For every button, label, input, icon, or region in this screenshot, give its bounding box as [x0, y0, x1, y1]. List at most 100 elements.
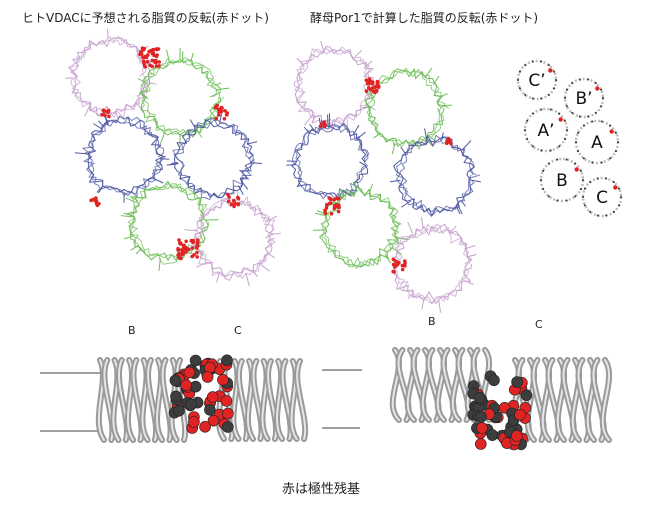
polar-residue [514, 408, 526, 421]
lipid-dot [371, 89, 376, 94]
residue [475, 411, 487, 423]
lipid-dot [157, 60, 161, 64]
lipid-dot [142, 64, 147, 68]
lipid-dot [181, 243, 186, 248]
lipid-dot [157, 64, 161, 68]
lipid-dot [548, 68, 553, 73]
right-panel-title: 酵母Por1で計算した脂質の反転(赤ドット) [310, 11, 539, 25]
lipid-dot [376, 85, 381, 89]
lipid-cluster [318, 120, 328, 129]
lipid-dot [151, 51, 156, 55]
lipid-dot [327, 196, 332, 200]
ring-b [312, 181, 409, 269]
lipid-dot [177, 238, 181, 242]
lipid-dot [595, 86, 600, 91]
label-left-c: C [234, 324, 242, 337]
lipid-dot [332, 204, 337, 208]
polar-residue [510, 430, 523, 442]
lipid-dot [94, 202, 99, 206]
lipid-dot [447, 138, 452, 143]
residue [221, 354, 233, 367]
ring-a [389, 128, 481, 217]
polar-residue [201, 371, 214, 383]
polar-residue [188, 416, 200, 428]
lipid-dot [195, 255, 199, 259]
lipid-dot [324, 203, 329, 207]
residue [488, 374, 500, 387]
lipid-dot [176, 246, 180, 251]
lipid-dot [91, 197, 95, 202]
lipid-dot [106, 110, 110, 115]
lipid-dot [154, 64, 159, 68]
residue [520, 389, 533, 402]
lipid-dot [190, 246, 195, 250]
lipid-dot [195, 244, 199, 249]
lipid-cluster [89, 196, 101, 208]
lipid-dot [229, 202, 234, 207]
lipid-dot [94, 196, 98, 200]
key-ring: A [574, 119, 620, 165]
lipid-dot [142, 60, 146, 64]
lipid-dot [613, 185, 618, 190]
lipid-dot [184, 245, 188, 250]
lipid-dot [177, 255, 181, 260]
barrel-c-side [215, 358, 309, 442]
lipid-dot [187, 247, 191, 252]
residue-cluster-right-c [496, 376, 533, 451]
lipid-dot [236, 202, 240, 206]
lipid-dot [220, 106, 224, 110]
lipid-dot [323, 211, 328, 215]
lipid-dot [192, 253, 196, 257]
key-ring: B’ [563, 77, 605, 119]
lipid-dot [189, 238, 194, 243]
lipid-dot [219, 109, 224, 114]
polar-residue [207, 414, 220, 427]
key-ring: C [581, 176, 623, 218]
lipid-dot [403, 259, 407, 263]
residue [169, 374, 182, 387]
ring-a-prime [74, 112, 170, 203]
lipid-dot [107, 114, 111, 119]
lipid-dot [236, 195, 240, 200]
residue [486, 429, 499, 441]
lipid-dot [181, 252, 185, 256]
lipid-dot [151, 47, 156, 52]
lipid-dot [213, 105, 218, 110]
polar-residue [222, 407, 234, 420]
lipid-dot [196, 238, 200, 242]
lipid-dot [392, 270, 396, 274]
lipid-dot [142, 46, 147, 51]
polar-residue [183, 366, 196, 379]
ring-b-prime [137, 48, 230, 148]
left-panel-title: ヒトVDACに予想される脂質の反転(赤ドット) [22, 11, 269, 25]
lipid-dot [323, 208, 327, 213]
residue-cluster-left-b [168, 354, 204, 434]
lipid-cluster [213, 103, 229, 121]
lipid-dot [100, 113, 104, 117]
lipid-dot [216, 107, 221, 112]
lipid-dot [400, 263, 405, 268]
key-label: B [556, 171, 568, 191]
key-label: A [591, 133, 603, 153]
polar-residue [217, 373, 229, 386]
lipid-dot [195, 241, 200, 245]
lipid-dot [328, 201, 332, 205]
lipid-dot [368, 79, 373, 83]
lipid-dot [609, 129, 614, 134]
residue [511, 376, 523, 388]
lipid-dot [225, 113, 229, 117]
lipid-dot [364, 89, 369, 93]
key-ring: C’ [516, 59, 558, 101]
key-label: C [596, 188, 608, 208]
residue [189, 354, 202, 367]
lipid-dot [322, 124, 327, 129]
lipid-dot [364, 78, 369, 83]
lipid-dot [155, 53, 159, 57]
lipid-dot [216, 113, 221, 117]
key-ring: A’ [523, 107, 569, 153]
polar-residue [180, 379, 192, 392]
polar-residue [220, 395, 233, 407]
